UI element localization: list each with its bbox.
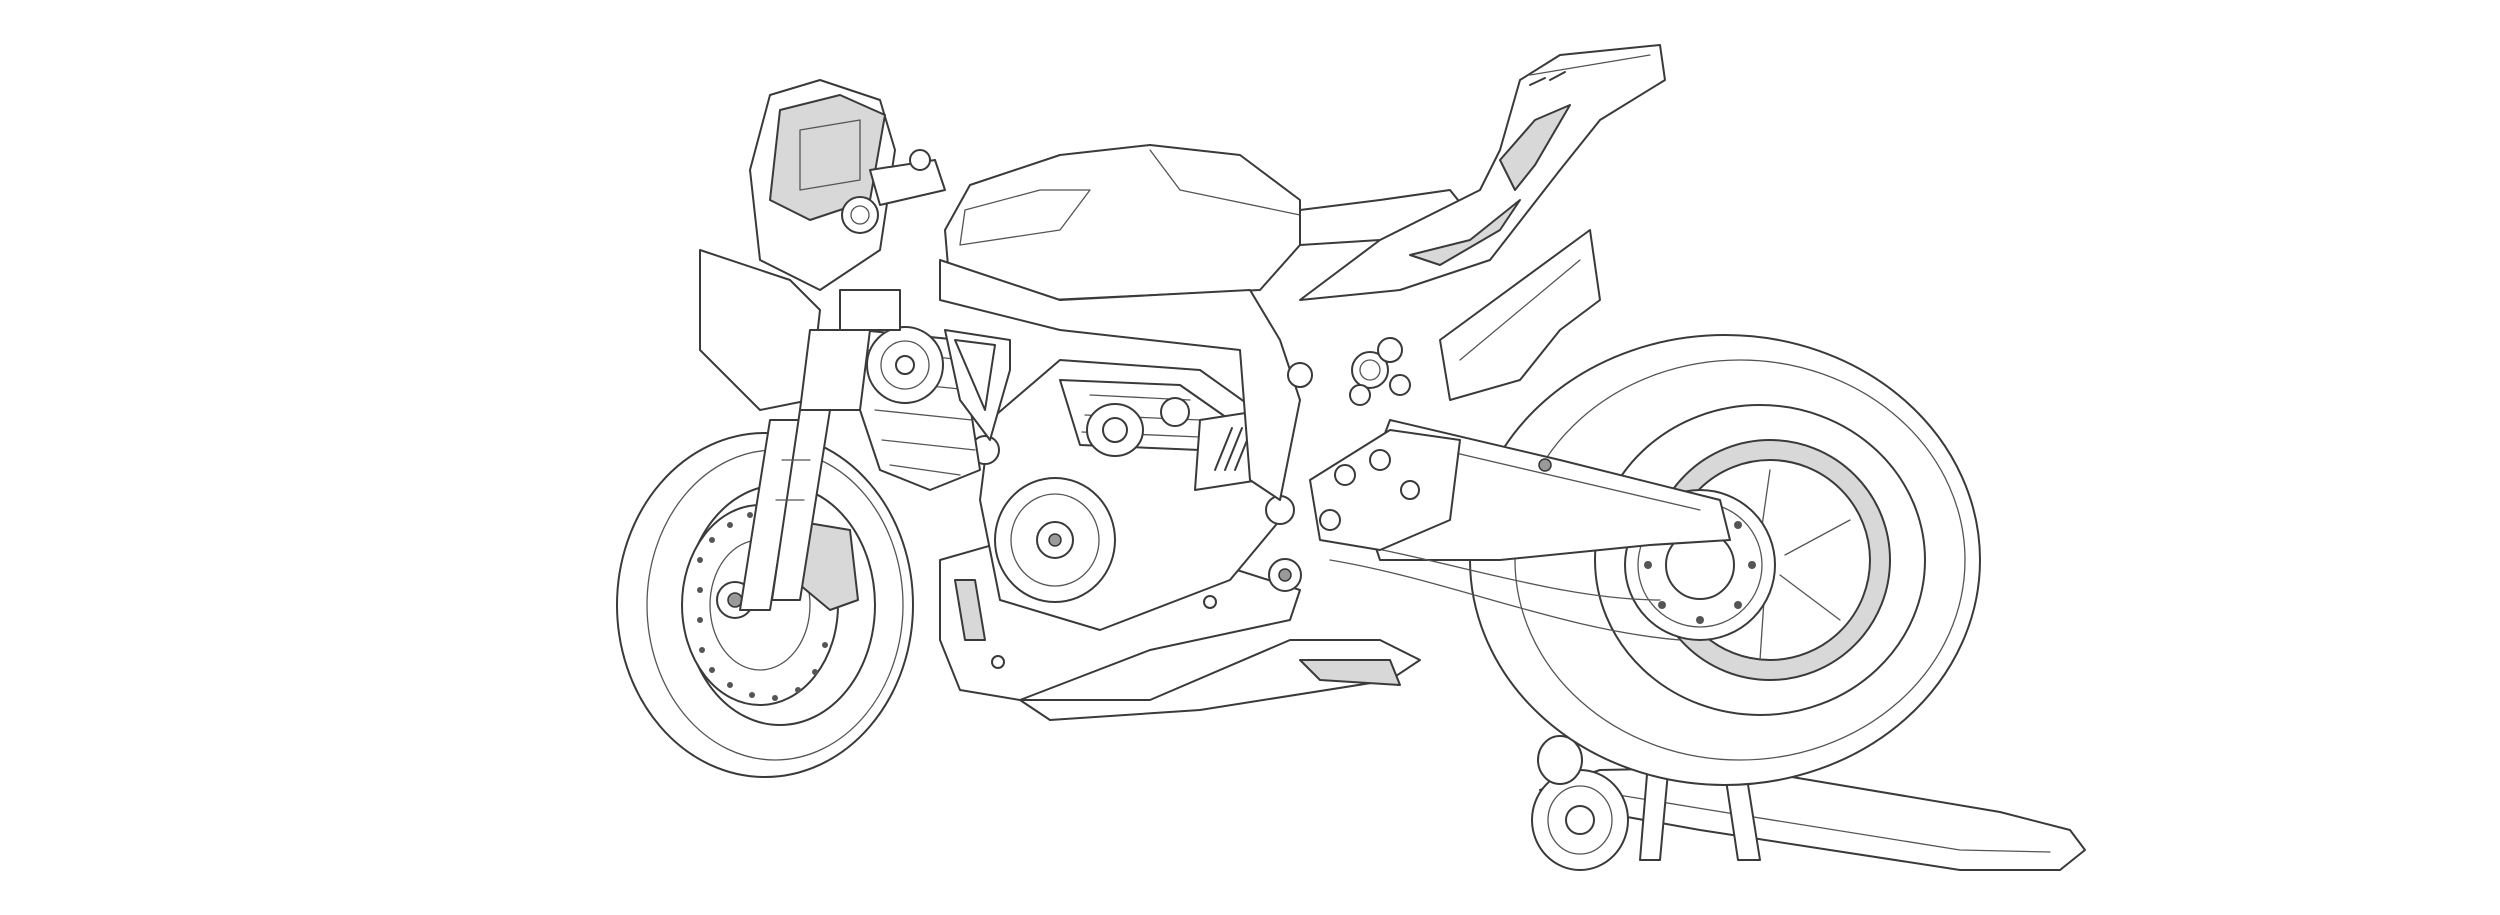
exhaust-icon <box>1439 229 1601 401</box>
radiator-icon <box>849 326 1011 491</box>
engine-icon <box>970 359 1302 631</box>
rear-wheel-icon <box>1469 334 1981 786</box>
tail-section-icon <box>1299 44 1666 301</box>
front-fairing-icon <box>699 79 946 411</box>
rearset-icon <box>1287 337 1461 551</box>
fuel-tank-icon <box>939 144 1471 501</box>
